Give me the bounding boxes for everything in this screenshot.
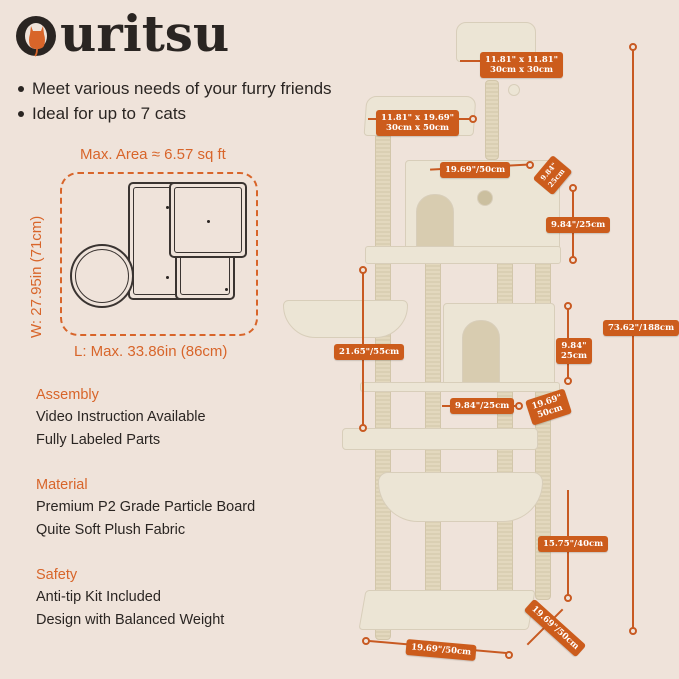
basket	[283, 300, 408, 338]
dimension-endpoint	[564, 594, 572, 602]
area-width-label: W: 27.95in (71cm)	[28, 215, 45, 338]
dimension-endpoint	[469, 115, 477, 123]
section-heading: Safety	[36, 567, 78, 583]
dimension-endpoint	[569, 184, 577, 192]
section-heading: Assembly	[36, 387, 99, 403]
bullet-dot-icon	[18, 111, 24, 117]
base-width-tag: 19.69"/50cm	[405, 638, 477, 662]
lower-condo-shelf	[360, 382, 560, 392]
post	[485, 80, 499, 160]
lower-condo-depth-tag: 19.69"50cm	[524, 388, 573, 426]
dimension-endpoint	[515, 402, 523, 410]
lower-condo-door	[462, 320, 500, 388]
feature-bullets: Meet various needs of your furry friends…	[16, 77, 332, 127]
upper-platform	[365, 246, 561, 264]
upper-condo-hole	[477, 190, 493, 206]
total-height-line	[632, 48, 634, 634]
section-heading: Material	[36, 477, 88, 493]
dimension-endpoint	[362, 637, 370, 645]
total-height-tag: 73.62"/188cm	[603, 320, 679, 336]
bullet-item: Meet various needs of your furry friends	[16, 77, 332, 101]
dimension-endpoint	[629, 627, 637, 635]
bullet-item: Ideal for up to 7 cats	[16, 102, 332, 126]
dimension-endpoint	[564, 302, 572, 310]
upper-condo-door	[416, 194, 454, 250]
dimension-endpoint	[526, 161, 534, 169]
area-title: Max. Area ≈ 6.57 sq ft	[80, 146, 226, 163]
hammock	[378, 472, 543, 522]
brand-logo: uritsu	[16, 8, 229, 60]
hammock-height-tag: 15.75"/40cm	[538, 536, 609, 552]
condo-height-tag: 9.84"/25cm	[546, 217, 611, 233]
section-assembly: Assembly Video Instruction Available Ful…	[36, 384, 206, 452]
dimension-endpoint	[359, 266, 367, 274]
section-safety: Safety Anti-tip Kit Included Design with…	[36, 564, 224, 632]
top-perch-tag: 11.81" x 11.81"30cm x 30cm	[480, 52, 564, 78]
section-material: Material Premium P2 Grade Particle Board…	[36, 474, 255, 542]
basket-shape	[70, 244, 134, 308]
condo-width-tag: 19.69"/50cm	[440, 162, 511, 178]
base-board	[358, 590, 536, 630]
base-depth-tag: 19.69"/50cm	[523, 598, 587, 658]
dimension-endpoint	[359, 424, 367, 432]
dimension-endpoint	[569, 256, 577, 264]
brand-name: uritsu	[60, 4, 230, 63]
lower-condo-width-tag: 9.84"/25cm	[450, 398, 515, 414]
pom-ball	[508, 84, 520, 96]
cat-icon	[29, 26, 45, 57]
area-length-label: L: Max. 33.86in (86cm)	[74, 343, 228, 360]
dimension-endpoint	[505, 651, 513, 659]
logo-o	[16, 8, 58, 60]
footprint-outline	[60, 172, 258, 336]
bullet-dot-icon	[18, 86, 24, 92]
dimension-endpoint	[629, 43, 637, 51]
top-perch-shape	[169, 182, 247, 258]
dimension-endpoint	[564, 377, 572, 385]
left-perch-tag: 11.81" x 19.69"30cm x 50cm	[376, 110, 460, 136]
middle-platform	[342, 428, 538, 450]
basket-height-tag: 21.65"/55cm	[334, 344, 405, 360]
lower-condo-height-tag: 9.84"25cm	[556, 338, 592, 364]
